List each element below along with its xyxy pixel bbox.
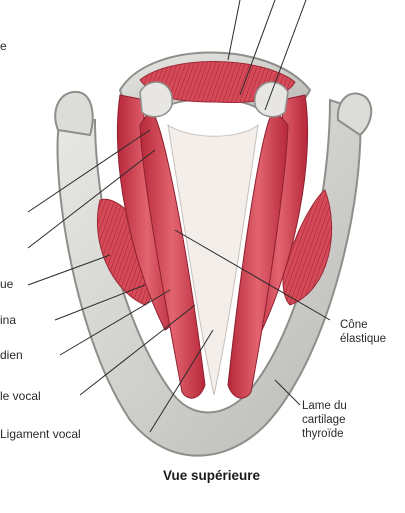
left-superior-horn	[55, 92, 92, 135]
label-top-fragment: e	[0, 40, 7, 53]
label-left-2: ina	[0, 314, 16, 327]
label-left-4: le vocal	[0, 390, 41, 403]
label-cone-line1: Cône	[340, 319, 368, 332]
label-left-1: ue	[0, 278, 13, 291]
label-left-3: dien	[0, 349, 23, 362]
label-lame-line1: Lame du	[302, 400, 347, 413]
right-arytenoid-cartilage	[255, 82, 288, 117]
label-left-5: Ligament vocal	[0, 428, 81, 441]
label-cone-line2: élastique	[340, 333, 386, 346]
label-lame-line3: thyroïde	[302, 428, 344, 441]
left-arytenoid-cartilage	[140, 82, 172, 117]
label-lame-line2: cartilage	[302, 414, 345, 427]
diagram-caption: Vue supérieure	[163, 468, 260, 483]
